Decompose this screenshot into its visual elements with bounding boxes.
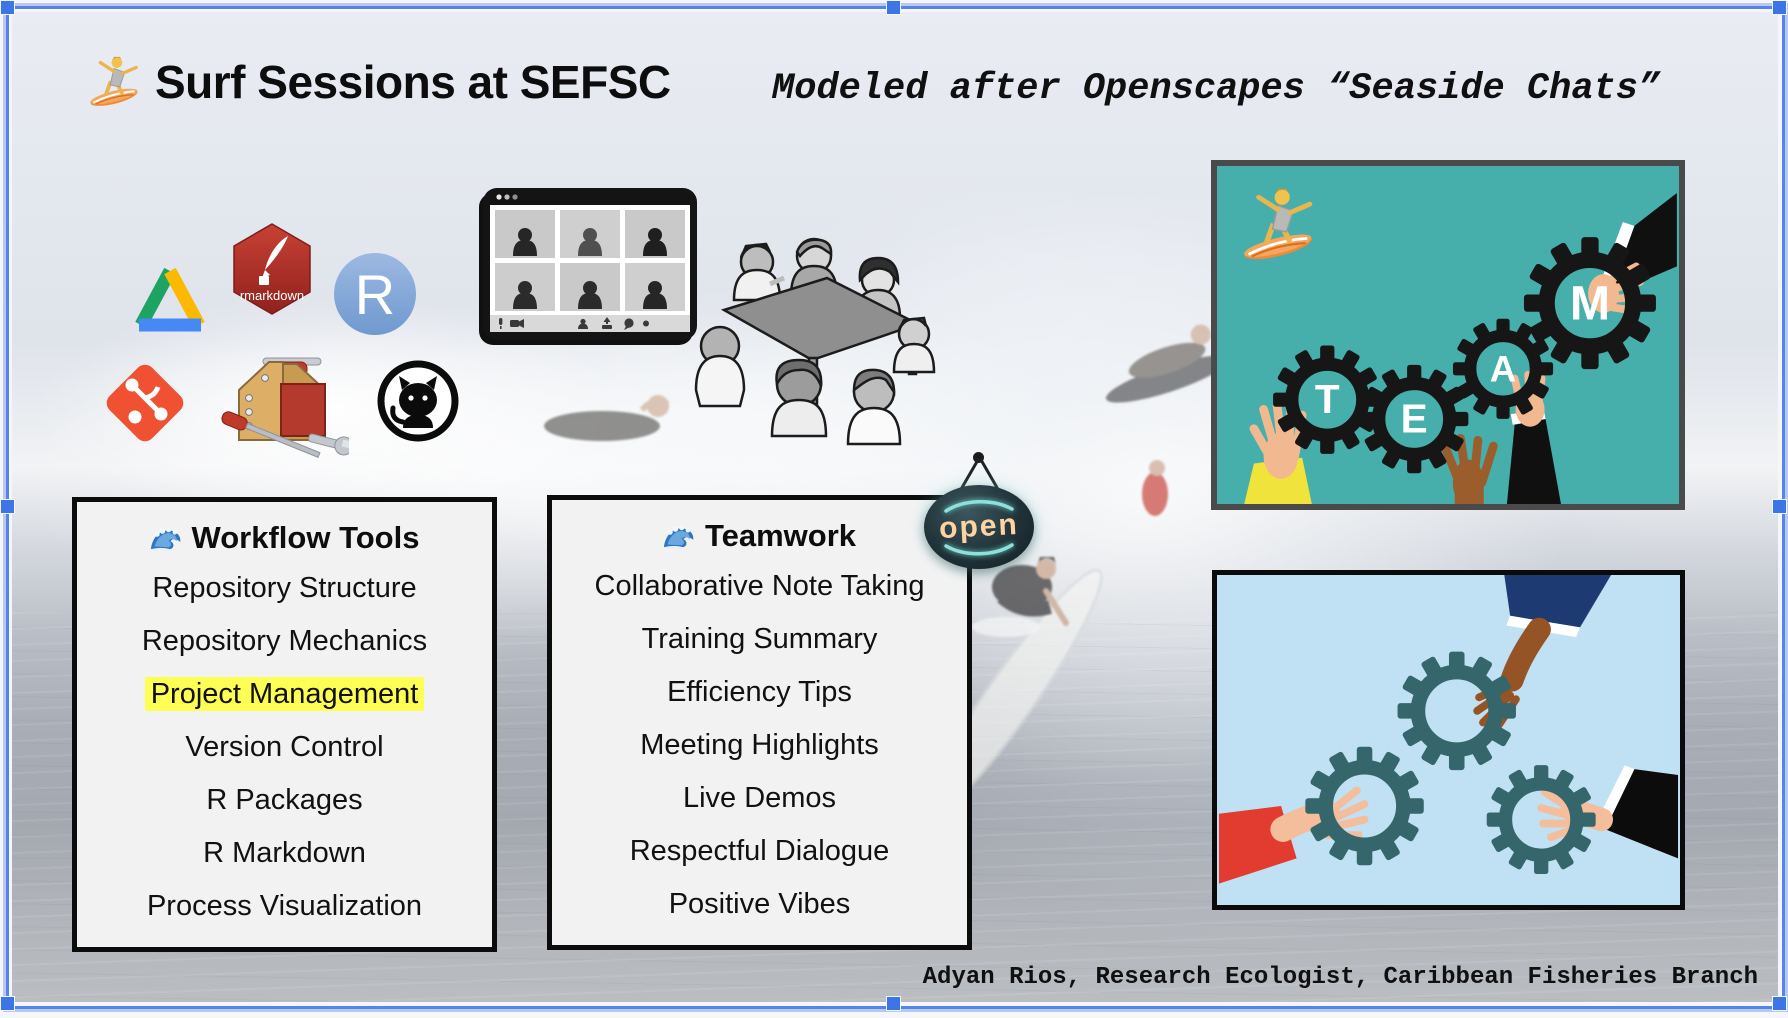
open-sign-hook bbox=[973, 452, 984, 463]
r-logo-icon[interactable]: R bbox=[333, 252, 417, 336]
list-item: Live Demos bbox=[682, 781, 837, 814]
page-title: Surf Sessions at SEFSC bbox=[155, 56, 671, 108]
svg-text:A: A bbox=[1490, 348, 1517, 389]
hands-gears-art bbox=[1218, 575, 1679, 905]
surfer-icon bbox=[85, 53, 143, 111]
wave-icon bbox=[150, 525, 182, 552]
toolbox-icon[interactable] bbox=[217, 348, 349, 464]
open-sign[interactable]: open bbox=[924, 485, 1034, 569]
list-item: R Markdown bbox=[203, 836, 366, 869]
rmarkdown-label: rmarkdown bbox=[240, 288, 304, 303]
list-item: Training Summary bbox=[641, 622, 878, 655]
svg-text:T: T bbox=[1315, 376, 1340, 422]
list-item: Project Management bbox=[77, 676, 492, 711]
github-icon[interactable] bbox=[377, 360, 459, 442]
team-gears-art: T E A M bbox=[1219, 166, 1677, 506]
meeting-table-clipart[interactable] bbox=[662, 222, 937, 462]
workflow-box-title: Workflow Tools bbox=[191, 520, 420, 555]
list-item: Process Visualization bbox=[146, 889, 423, 922]
hands-gears-image[interactable] bbox=[1212, 570, 1685, 910]
wave-icon bbox=[663, 523, 695, 550]
list-item: Version Control bbox=[185, 730, 384, 763]
attribution-textbox[interactable]: Adyan Rios, Research Ecologist, Caribbea… bbox=[922, 964, 1758, 991]
title-textbox[interactable]: Surf Sessions at SEFSC bbox=[85, 50, 671, 114]
google-drive-icon[interactable] bbox=[133, 265, 207, 335]
list-item: Repository Structure bbox=[152, 571, 417, 604]
subtitle-textbox[interactable]: Modeled after Openscapes “Seaside Chats” bbox=[772, 68, 1661, 110]
list-item: Respectful Dialogue bbox=[629, 834, 890, 867]
workflow-tools-box[interactable]: Workflow Tools Repository Structure Repo… bbox=[72, 497, 497, 952]
slide[interactable]: Surf Sessions at SEFSC Modeled after Ope… bbox=[12, 12, 1778, 1002]
git-icon[interactable] bbox=[102, 360, 188, 446]
teamwork-box[interactable]: Teamwork Collaborative Note Taking Train… bbox=[547, 495, 972, 950]
selection-handle-middle-right[interactable] bbox=[1772, 499, 1787, 514]
teamwork-box-title: Teamwork bbox=[704, 518, 857, 553]
svg-text:E: E bbox=[1401, 396, 1428, 442]
highlighted-item: Project Management bbox=[144, 676, 425, 711]
list-item: Repository Mechanics bbox=[141, 624, 428, 657]
svg-text:M: M bbox=[1570, 277, 1610, 331]
open-sign-arcs bbox=[944, 499, 1014, 556]
call-toolbar-icons bbox=[499, 317, 649, 330]
teamwork-items-list: Collaborative Note Taking Training Summa… bbox=[552, 560, 967, 931]
video-call-window-icon[interactable] bbox=[483, 188, 697, 340]
selection-handle-top-left[interactable] bbox=[0, 0, 15, 15]
selection-handle-bottom-left[interactable] bbox=[0, 996, 15, 1011]
workflow-items-list: Repository Structure Repository Mechanic… bbox=[77, 562, 492, 933]
selection-handle-top-right[interactable] bbox=[1772, 0, 1787, 15]
r-letter: R bbox=[355, 263, 395, 326]
rmarkdown-icon[interactable]: rmarkdown bbox=[232, 222, 312, 316]
video-tiles bbox=[495, 210, 685, 311]
list-item: Efficiency Tips bbox=[667, 675, 852, 708]
list-item: Positive Vibes bbox=[668, 887, 851, 920]
list-item: Collaborative Note Taking bbox=[594, 569, 925, 602]
list-item: R Packages bbox=[206, 783, 363, 816]
selection-handle-bottom-center[interactable] bbox=[886, 996, 901, 1011]
team-gears-image[interactable]: T E A M bbox=[1211, 160, 1685, 510]
open-sign-text: open bbox=[938, 507, 1020, 546]
selection-handle-middle-left[interactable] bbox=[0, 499, 15, 514]
list-item: Meeting Highlights bbox=[640, 728, 879, 761]
selection-handle-top-center[interactable] bbox=[886, 0, 901, 15]
selection-handle-bottom-right[interactable] bbox=[1772, 996, 1787, 1011]
